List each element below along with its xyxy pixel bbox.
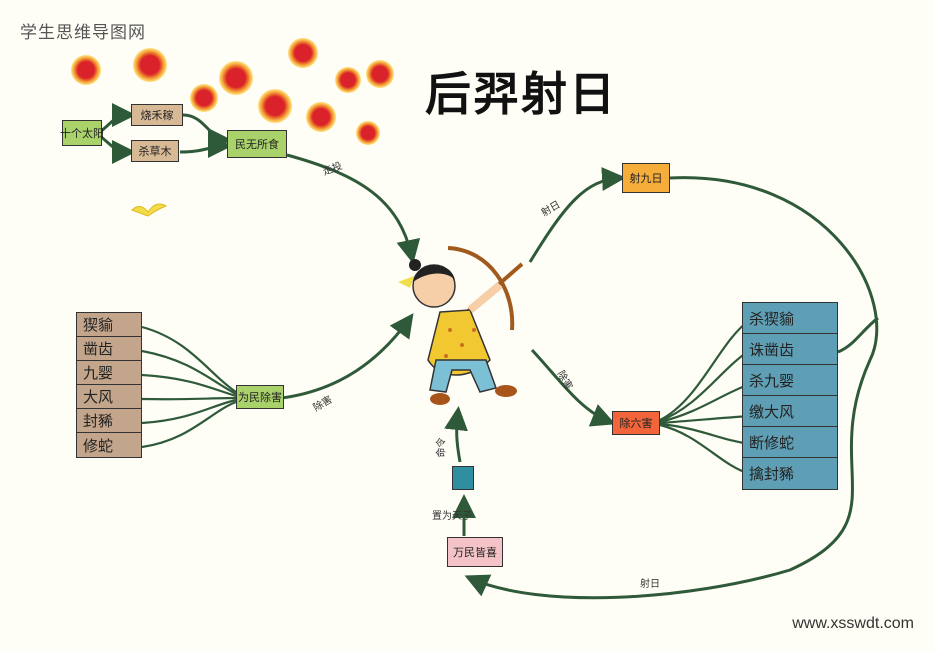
edge-label-life-hero: 命令 [436, 437, 448, 458]
list-item: 大风 [77, 385, 141, 409]
node-shoot-suns: 射九日 [622, 163, 670, 193]
list-item: 猰貐 [77, 313, 141, 337]
sun-icon [356, 121, 380, 145]
node-kill-monsters: 除六害 [612, 411, 660, 435]
sun-icon [133, 48, 167, 82]
monster-list-left: 猰貐 凿齿 九婴 大风 封豨 修蛇 [76, 312, 142, 458]
edge-label-ruler-life: 置为天子 [432, 511, 472, 522]
list-item: 诛凿齿 [743, 334, 837, 365]
sun-icon [71, 55, 101, 85]
node-ten-suns: 十个太阳 [60, 120, 104, 146]
sun-icon [258, 89, 292, 123]
deed-list-right: 杀猰貐 诛凿齿 杀九婴 缴大风 断修蛇 擒封豨 [742, 302, 838, 490]
list-item: 擒封豨 [749, 465, 795, 483]
list-item: 杀猰貐 [743, 303, 837, 334]
list-item: 封豨 [77, 409, 141, 433]
node-no-food: 民无所食 [227, 130, 287, 158]
node-remove-harm: 为民除害 [236, 385, 284, 409]
list-item: 九婴 [77, 361, 141, 385]
node-ruler: 万民皆喜 [447, 537, 503, 567]
node-burn-crops: 烧禾稼 [131, 104, 183, 126]
node-kill-plants: 杀草木 [131, 140, 179, 162]
sun-icon [288, 38, 318, 68]
edge-label-loop: 射日 [640, 579, 660, 590]
sun-icon [190, 84, 218, 112]
sun-icon [219, 61, 253, 95]
list-item: 凿齿 [77, 337, 141, 361]
node-life [452, 466, 474, 490]
list-item: 杀九婴 [743, 365, 837, 396]
page-title: 后羿射日 [425, 67, 617, 121]
list-item: 断修蛇 [743, 427, 837, 458]
list-item: 缴大风 [743, 396, 837, 427]
watermark-bottom: www.xsswdt.com [792, 615, 914, 632]
sun-icon [366, 60, 394, 88]
list-item: 修蛇 [83, 436, 114, 455]
sun-icon [335, 67, 361, 93]
suns-group [71, 38, 394, 145]
sun-icon [306, 102, 336, 132]
bird-icon [131, 203, 168, 217]
archer-figure [398, 246, 524, 405]
watermark-top: 学生思维导图网 [20, 23, 146, 43]
